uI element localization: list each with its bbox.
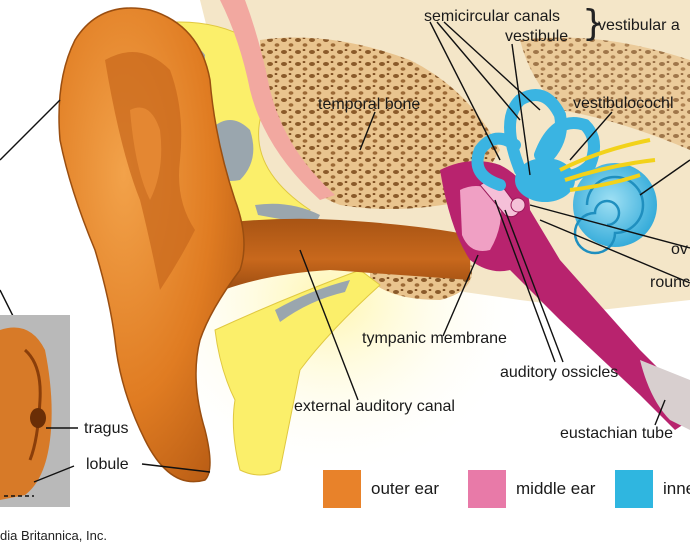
vestibular-brace: } [582, 3, 605, 44]
skin-layer [220, 0, 335, 200]
vestibulocochlear-nerve-shape [559, 138, 656, 192]
vestibule-label: vestibule [505, 28, 569, 45]
vestibulocochlear-nerve-label: vestibulocochl [573, 95, 674, 112]
tympanic-membrane-shape [460, 186, 502, 251]
middle-ear-cavity [440, 161, 690, 430]
lobule-leader-inset [33, 465, 75, 483]
credit-line: dia Britannica, Inc. [0, 528, 107, 543]
leader-lines [0, 21, 690, 473]
inset-ear-canal [30, 408, 46, 428]
stapes-shape [510, 197, 526, 213]
spongy-bone-right [520, 37, 690, 150]
semicircular-canals-label: semicircular canals [424, 8, 561, 25]
spongy-bone [260, 37, 500, 209]
soft-tissue-lower [214, 269, 381, 476]
legend-swatch-middle-ear [468, 470, 506, 508]
legend-swatch-inner-ear [615, 470, 653, 508]
ear-canal-shape [170, 218, 470, 300]
eustachian-tube-end [640, 360, 690, 430]
external-auditory-canal-label: external auditory canal [294, 398, 455, 415]
cartilage-4 [275, 280, 350, 322]
temporal-bone-label: temporal bone [318, 96, 421, 113]
legend-label-outer-ear: outer ear [371, 479, 440, 498]
semicircular-canals-shape [471, 89, 600, 191]
legend-label-inner-ear: inne [663, 479, 690, 498]
legend-label-middle-ear: middle ear [516, 479, 596, 498]
vestibular-apparatus-label: vestibular a [598, 17, 680, 34]
inset-ear-fold [23, 348, 42, 461]
pinna-ridge [130, 107, 162, 200]
eustachian-tube-label: eustachian tube [560, 425, 673, 442]
lobule-label: lobule [86, 456, 129, 473]
tympanic-membrane-label: tympanic membrane [362, 330, 507, 347]
auditory-ossicles-label: auditory ossicles [500, 364, 619, 381]
legend-swatch-outer-ear [323, 470, 361, 508]
round-window-label: rounc [650, 274, 690, 291]
oval-window-label: ov [671, 241, 688, 258]
tragus-label: tragus [84, 420, 129, 437]
